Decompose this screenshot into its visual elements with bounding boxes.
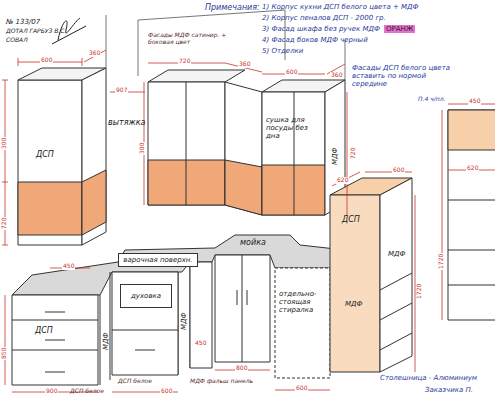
- note: 3) Фасад шкафа без ручек МДФ: [262, 25, 380, 33]
- oven-box: духовка: [120, 284, 172, 308]
- part-label: ДСП: [35, 326, 53, 335]
- dimension: 450: [194, 340, 207, 347]
- note: 4) Фасад боков МДФ черный: [262, 36, 368, 44]
- dimension: 360: [330, 72, 343, 79]
- part-label: МДФ: [331, 147, 339, 165]
- part-label: МДФ: [180, 312, 188, 330]
- part-label: вытяжка: [108, 118, 145, 127]
- part-label: МДФ: [102, 332, 110, 350]
- dimension: 800: [235, 365, 248, 372]
- dimension: 900: [45, 388, 58, 395]
- note: 5) Отделки: [262, 47, 303, 55]
- dimension: 720: [1, 217, 8, 230]
- part-label: МДФ фальш панель: [190, 378, 253, 385]
- dimension: 907: [115, 87, 128, 94]
- dimension: 450: [468, 98, 481, 105]
- dimension: 600: [295, 385, 308, 392]
- note: Фасады МДФ сатинир. + боковая цвет: [148, 32, 243, 46]
- dimension: 720: [350, 147, 357, 160]
- dimension: 600: [285, 69, 298, 76]
- node-text: духовка: [131, 292, 161, 300]
- stamp-text: СОВАЛ: [6, 37, 28, 44]
- part-label: ДСП белое: [70, 388, 104, 395]
- stamp-text: № 133/07: [6, 18, 40, 26]
- note: Заказчика П.: [425, 386, 473, 394]
- dimension: 450: [62, 263, 75, 270]
- dimension: 1720: [438, 253, 445, 270]
- part-label: ДСП: [342, 215, 360, 224]
- part-label: отдельно-стоящая стиралка: [279, 290, 329, 314]
- dimension: 720: [178, 58, 191, 65]
- dimension: 600: [160, 388, 173, 395]
- dimension: 850: [1, 347, 8, 360]
- note-heading: Примечания:: [205, 3, 260, 12]
- note: Фасады ДСП белого цвета вставить по норм…: [352, 64, 460, 88]
- dimension: 360: [88, 50, 101, 57]
- dimension: 1720: [416, 283, 423, 300]
- part-label: ДСП белое: [118, 378, 152, 385]
- note: 1) Корпус кухни ДСП белого цвета + МДФ: [262, 3, 419, 11]
- note: 2) Корпус пеналов ДСП - 2000 гр.: [262, 14, 386, 22]
- highlight: ОРАНЖ: [384, 25, 415, 33]
- note: П.4 ч/пл.: [418, 96, 445, 103]
- cooktop-box: варочная поверхн.: [118, 253, 198, 267]
- note: Столешница - Алюминиум: [380, 374, 477, 382]
- dimension: 600: [392, 167, 405, 174]
- part-label: мойка: [240, 238, 266, 247]
- dimension: 300: [1, 137, 8, 150]
- part-label: сушка для посуды без дна: [266, 116, 322, 140]
- part-label: МДФ: [388, 250, 406, 258]
- node-text: варочная поверхн.: [123, 256, 192, 264]
- dimension: 300: [139, 142, 146, 155]
- dimension: 620: [466, 165, 479, 172]
- dimension: 600: [40, 57, 53, 64]
- dimension: 620: [336, 177, 349, 184]
- part-label: МДФ: [345, 300, 363, 308]
- dimension: 360: [238, 61, 251, 68]
- part-label: ДСП: [36, 150, 54, 159]
- stamp-text: ДОТАЛ ГАРБУЗ В.С.: [6, 28, 66, 35]
